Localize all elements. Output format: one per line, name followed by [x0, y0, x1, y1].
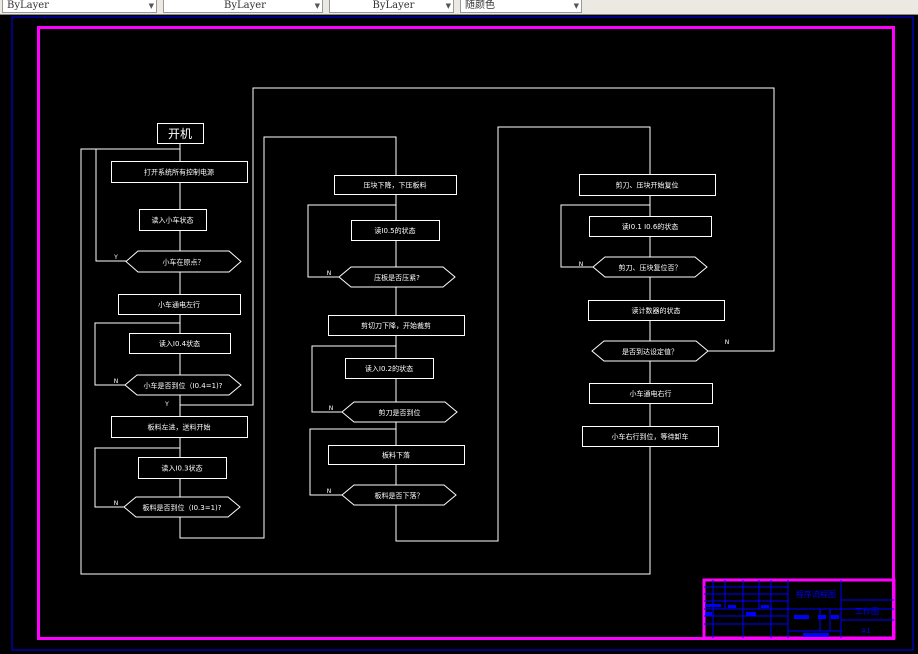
properties-toolbar: ByLayer ▼ ByLayer ▼ ByLayer ▼ 随颜色 ▼	[0, 0, 918, 15]
chevron-down-icon: ▼	[573, 2, 579, 10]
decision-box	[592, 256, 708, 278]
process-label: 读入I0.3状态	[161, 464, 202, 473]
process-box	[589, 216, 712, 237]
process-box	[579, 174, 716, 196]
process-box	[334, 175, 457, 195]
connector-line	[95, 149, 126, 262]
process-box	[351, 220, 440, 241]
branch-label: N	[114, 500, 119, 507]
frame-border	[37, 26, 895, 640]
decision-box	[338, 266, 456, 288]
process-label: 小车通电右行	[630, 389, 672, 398]
process-box	[129, 333, 231, 354]
branch-label: N	[327, 270, 332, 277]
decision-label: 板料是否到位（I0.3=1)?	[143, 503, 222, 512]
decision-label: 小车在原点？	[163, 258, 205, 267]
decision-box	[591, 340, 709, 362]
process-label: 读I0.1 I0.6的状态	[622, 222, 679, 231]
process-box	[345, 358, 434, 379]
connector-line	[560, 204, 650, 268]
process-label: 板料左进，送料开始	[148, 423, 211, 432]
paper-size: A1	[861, 627, 870, 635]
process-label: 读I0.5的状态	[374, 226, 415, 235]
dropdown-value: ByLayer	[372, 0, 415, 11]
decision-label: 压板是否压紧?	[374, 273, 420, 282]
dropdown-value: ByLayer	[7, 0, 49, 11]
color-dropdown[interactable]: ByLayer ▼	[2, 0, 157, 13]
process-box	[139, 209, 207, 231]
process-box	[157, 123, 204, 144]
process-label: 剪切刀下降，开始裁剪	[361, 321, 431, 330]
process-label: 开机	[168, 127, 192, 141]
process-label: 小车通电左行	[158, 300, 200, 309]
decision-label: 剪刀、压块复位否？	[619, 263, 682, 272]
process-label: 打开系统所有控制电源	[144, 168, 214, 177]
decision-box	[341, 484, 457, 506]
process-label: 读入小车状态	[152, 216, 194, 225]
branch-label: N	[725, 339, 730, 346]
flow-connectors	[80, 87, 775, 575]
process-box	[582, 426, 719, 447]
process-box	[111, 416, 248, 438]
chevron-down-icon: ▼	[148, 2, 154, 10]
process-box	[328, 445, 465, 465]
process-box	[111, 161, 248, 183]
dropdown-value: ByLayer	[224, 0, 266, 11]
connector-line	[311, 345, 396, 413]
drawing-border	[11, 16, 914, 651]
process-box	[118, 294, 241, 315]
decision-label: 是否到达设定值？	[622, 347, 678, 356]
decision-box	[125, 250, 242, 273]
decision-label: 小车是否到位（I0.4=1)?	[144, 381, 223, 390]
branch-label: N	[329, 405, 334, 412]
branch-label: N	[114, 378, 119, 385]
process-label: 读入I0.2的状态	[365, 364, 413, 373]
decision-label: 剪刀是否到位	[379, 408, 421, 417]
branch-label: Y	[164, 401, 169, 408]
process-label: 板料下落	[382, 451, 410, 460]
process-box	[328, 315, 465, 336]
branch-label: N	[327, 488, 332, 495]
process-label: 读入I0.4状态	[159, 339, 200, 348]
connector-line	[94, 322, 180, 386]
process-box	[589, 383, 713, 404]
decision-box	[341, 401, 458, 423]
process-box	[588, 300, 725, 321]
connector-line	[180, 87, 775, 406]
connector-line	[80, 126, 651, 575]
branch-label: Y	[113, 254, 118, 261]
chevron-down-icon: ▼	[445, 2, 451, 10]
lineweight-dropdown[interactable]: ByLayer ▼	[329, 0, 454, 13]
decision-box	[123, 496, 241, 518]
linetype-dropdown[interactable]: ByLayer ▼	[163, 0, 323, 13]
decision-box	[124, 374, 242, 396]
decision-label: 板料是否下落？	[375, 491, 424, 500]
branch-label: N	[579, 261, 584, 268]
title-block: 程序流程图 工作图 A1	[702, 578, 896, 640]
chevron-down-icon: ▼	[314, 2, 320, 10]
drawing-title: 程序流程图	[796, 589, 836, 599]
connector-line	[307, 204, 396, 278]
connector-line	[94, 447, 180, 508]
process-label: 读计数器的状态	[632, 306, 681, 315]
process-label: 剪刀、压块开始复位	[616, 181, 679, 190]
process-label: 压块下降，下压板料	[364, 181, 427, 190]
dropdown-value: 随颜色	[465, 0, 495, 11]
connector-line	[309, 428, 396, 496]
process-box	[138, 457, 227, 479]
plotstyle-dropdown[interactable]: 随颜色 ▼	[460, 0, 582, 13]
process-label: 小车右行到位，等待卸车	[612, 432, 689, 441]
drawing-type: 工作图	[855, 606, 879, 616]
